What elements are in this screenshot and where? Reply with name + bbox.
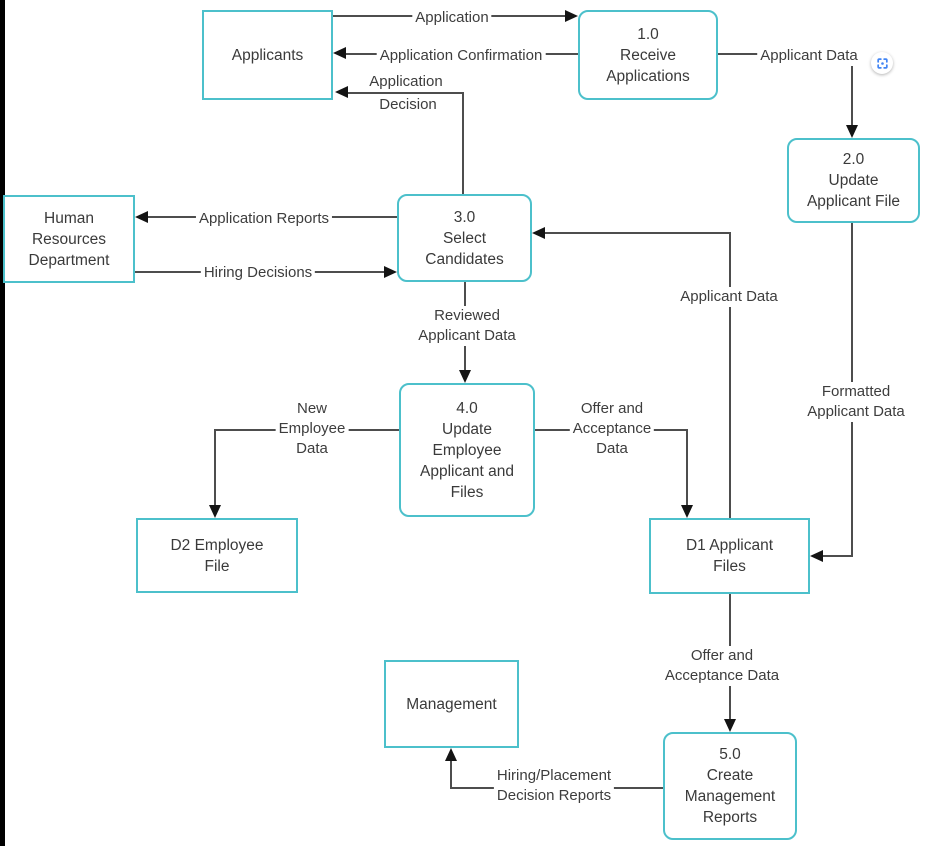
process-label: Files [450,483,484,501]
flow-application-decision-line [462,92,464,195]
node-d1-applicant-files: D1 Applicant Files [649,518,810,594]
entity-label: Management [406,695,497,713]
arrowhead-icon [532,227,545,239]
process-label: Candidates [425,250,504,268]
process-number: 4.0 [456,399,478,417]
process-number: 1.0 [637,25,659,43]
left-edge-strip [0,0,5,846]
node-human-resources: Human Resources Department [3,195,135,283]
node-update-applicant-file: 2.0 Update Applicant File [787,138,920,223]
datastore-label: D2 Employee [170,536,264,554]
entity-label: Department [28,251,110,269]
flow-new-employee-data-line [214,429,216,507]
node-applicants: Applicants [202,10,333,100]
node-management: Management [384,660,519,748]
process-label: Receive [620,46,676,64]
process-label: Update [828,172,879,189]
flow-hiring-placement-line [450,760,452,789]
process-number: 5.0 [719,746,741,763]
datastore-label: Files [713,558,746,575]
node-receive-applications: 1.0 Receive Applications [578,10,718,100]
process-label: Select [442,229,487,247]
process-label: Employee [432,441,502,459]
flow-label-applicant-data: Applicant Data [757,46,861,66]
flow-label-application-reports: Application Reports [195,209,333,229]
flow-label-offer-acceptance: Offer and Acceptance Data [569,399,655,459]
entity-label: Resources [31,230,107,248]
process-label: Create [706,767,754,784]
node-create-management-reports: 5.0 Create Management Reports [663,732,797,840]
datastore-label: D1 Applicant [685,537,774,554]
flow-label-reviewed-applicant-data: Reviewed Applicant Data [415,306,519,346]
arrowhead-icon [846,125,858,138]
screen-capture-icon[interactable] [871,52,893,74]
process-number: 2.0 [842,151,865,168]
flow-applicant-data-line [851,53,853,127]
flow-applicant-data-to-select-line [729,232,731,518]
flow-label-application-decision: Decision [379,96,437,113]
flow-label-hiring-placement-reports: Hiring/Placement Decision Reports [493,766,615,806]
entity-label: Human [44,209,94,227]
flow-label-offer-acceptance-to-reports: Offer and Acceptance Data [661,646,783,686]
process-number: 3.0 [453,208,476,226]
flow-label-hiring-decisions: Hiring Decisions [200,263,316,283]
flow-label-application: Application [412,8,492,28]
node-select-candidates: 3.0 Select Candidates [397,194,532,282]
process-label: Applicant and [420,462,514,480]
node-applicants-label: Applicants [231,46,304,64]
process-label: Management [684,788,776,805]
process-label: Applications [606,67,690,85]
process-label: Reports [702,809,758,826]
arrowhead-icon [209,505,221,518]
flow-offer-acceptance-line [686,429,688,507]
flow-label-applicant-data-to-select: Applicant Data [677,287,781,307]
flow-label-new-employee-data: New Employee Data [275,399,349,459]
arrowhead-icon [445,748,457,761]
flow-formatted-applicant-data-line [821,555,853,557]
arrowhead-icon [681,505,693,518]
flow-label-formatted-applicant-data: Formatted Applicant Data [804,382,908,422]
arrowhead-icon [384,266,397,278]
flow-applicant-data-to-select-line [544,232,731,234]
arrowhead-icon [459,370,471,383]
arrowhead-icon [333,47,346,59]
flow-application-decision-line [348,92,464,94]
datastore-label: File [204,557,230,575]
flow-label-application-decision: Application [369,73,443,90]
node-d2-employee-file: D2 Employee File [136,518,298,593]
arrowhead-icon [335,86,348,98]
process-label: Update [442,420,492,438]
flow-label-application-confirmation: Application Confirmation [376,46,546,66]
node-update-employee-files: 4.0 Update Employee Applicant and Files [399,383,535,517]
arrowhead-icon [135,211,148,223]
arrowhead-icon [565,10,578,22]
process-label: Applicant File [806,193,901,210]
arrowhead-icon [724,719,736,732]
arrowhead-icon [810,550,823,562]
